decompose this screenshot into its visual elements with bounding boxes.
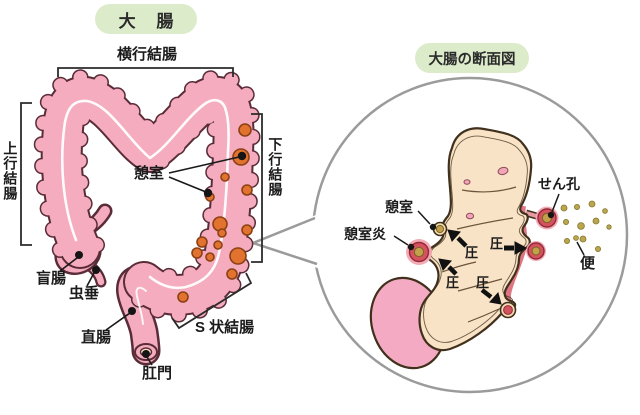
pressure-label-2: 圧 xyxy=(490,236,504,251)
cecum-label: 盲腸 xyxy=(36,270,67,287)
pressured-pouch xyxy=(526,241,546,261)
stool-particles xyxy=(560,200,612,252)
transverse-colon-label: 横行結腸 xyxy=(116,46,177,63)
stool-label: 便 xyxy=(580,255,596,272)
rectum-label: 直腸 xyxy=(81,329,112,346)
cross-section-drawing xyxy=(369,127,612,370)
diverticulitis-label: 憩室炎 xyxy=(344,226,386,242)
left-pointer-dots xyxy=(75,151,247,358)
sigmoid-colon-label: S 状結腸 xyxy=(195,319,255,336)
main-title-badge: 大 腸 xyxy=(95,4,197,34)
diverticula-bumps xyxy=(177,123,253,303)
right-pointer-dots xyxy=(407,211,555,251)
colon-drawing xyxy=(33,69,261,366)
diverticulum-pouch xyxy=(432,221,448,237)
perforated-pouch xyxy=(535,206,559,230)
anus-label: 肛門 xyxy=(142,365,173,382)
descending-colon-label: 下行結腸 xyxy=(267,137,284,197)
right-leader-lines xyxy=(393,193,585,256)
cross-section-title-badge: 大腸の断面図 xyxy=(415,43,529,73)
ascending-colon-label: 上行結腸 xyxy=(2,141,19,201)
pressure-label-3: 圧 xyxy=(446,275,460,290)
bottom-pouch xyxy=(499,301,517,319)
pressure-label-4: 圧 xyxy=(476,275,490,290)
diverticulitis-pouch xyxy=(406,239,432,265)
appendix-label: 虫垂 xyxy=(69,285,100,302)
diverticula-label: 憩室 xyxy=(134,165,165,182)
measure-brackets xyxy=(20,67,263,330)
diverticulum-label: 憩室 xyxy=(385,199,413,215)
pressure-label-1: 圧 xyxy=(465,245,479,260)
left-leader-lines xyxy=(59,156,240,366)
perforation-label: せん孔 xyxy=(538,176,580,192)
pressure-arrows xyxy=(438,229,528,305)
